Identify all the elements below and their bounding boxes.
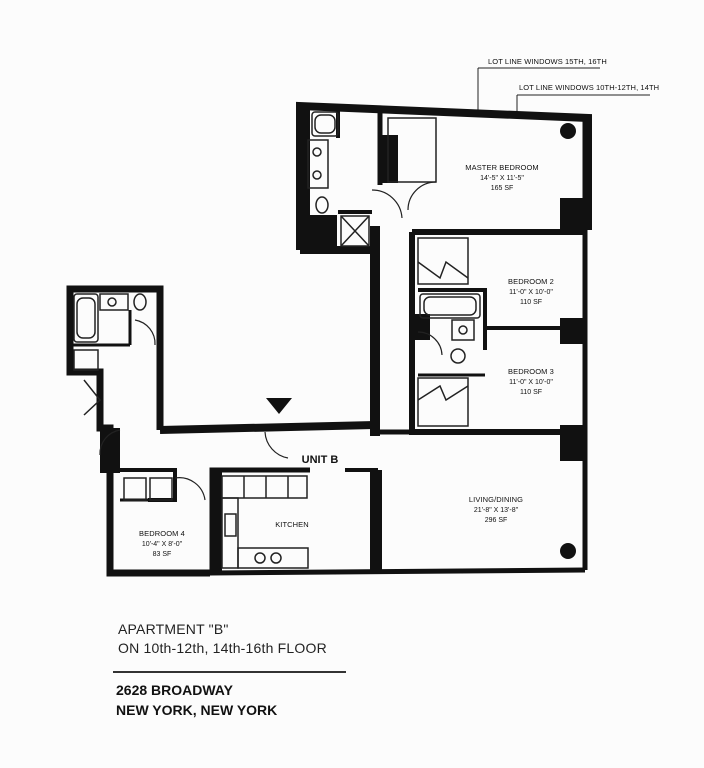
address-city: NEW YORK, NEW YORK xyxy=(116,702,278,718)
bedroom-4-name: BEDROOM 4 xyxy=(139,529,185,538)
columns xyxy=(560,123,576,559)
entry-arrow-icon xyxy=(266,398,292,414)
address-block: 2628 BROADWAY NEW YORK, NEW YORK xyxy=(116,680,277,720)
bedroom-2-area: 110 SF xyxy=(520,299,542,306)
master-bedroom-area: 165 SF xyxy=(491,185,514,192)
bedroom-3-name: BEDROOM 3 xyxy=(508,367,554,376)
lot-line-annotations xyxy=(477,67,650,112)
bedroom-3-area: 110 SF xyxy=(520,389,542,396)
door-swings xyxy=(99,181,443,501)
bedroom-4-dims: 10'-4" X 8'-0" xyxy=(142,541,183,548)
unit-label: UNIT B xyxy=(302,454,339,466)
fixtures xyxy=(73,111,481,569)
apartment-title: APARTMENT "B" xyxy=(118,621,229,637)
floor-range: ON 10th-12th, 14th-16th FLOOR xyxy=(118,640,327,656)
lot-line-label-lower: LOT LINE WINDOWS 10TH-12TH, 14TH xyxy=(519,83,659,92)
bedroom-4-area: 83 SF xyxy=(153,551,172,558)
address-street: 2628 BROADWAY xyxy=(116,682,233,698)
floor-plan: LOT LINE WINDOWS 15TH, 16TH LOT LINE WIN… xyxy=(66,57,659,577)
divider xyxy=(113,671,346,673)
living-dining-dims: 21'-8" X 13'-8" xyxy=(474,507,519,514)
master-bedroom-dims: 14'-5" X 11'-5" xyxy=(480,175,524,182)
kitchen-name: KITCHEN xyxy=(275,520,309,529)
living-dining-name: LIVING/DINING xyxy=(469,495,523,504)
bedroom-3-dims: 11'-0" X 10'-0" xyxy=(509,379,553,386)
bedroom-2-name: BEDROOM 2 xyxy=(508,277,554,286)
lot-line-label-upper: LOT LINE WINDOWS 15TH, 16TH xyxy=(488,57,607,66)
living-dining-area: 296 SF xyxy=(485,517,508,524)
bedroom-2-dims: 11'-0" X 10'-0" xyxy=(509,289,553,296)
title-block: APARTMENT "B" ON 10th-12th, 14th-16th FL… xyxy=(118,620,358,658)
wall-blocks xyxy=(100,110,586,572)
master-bedroom-name: MASTER BEDROOM xyxy=(465,163,539,172)
